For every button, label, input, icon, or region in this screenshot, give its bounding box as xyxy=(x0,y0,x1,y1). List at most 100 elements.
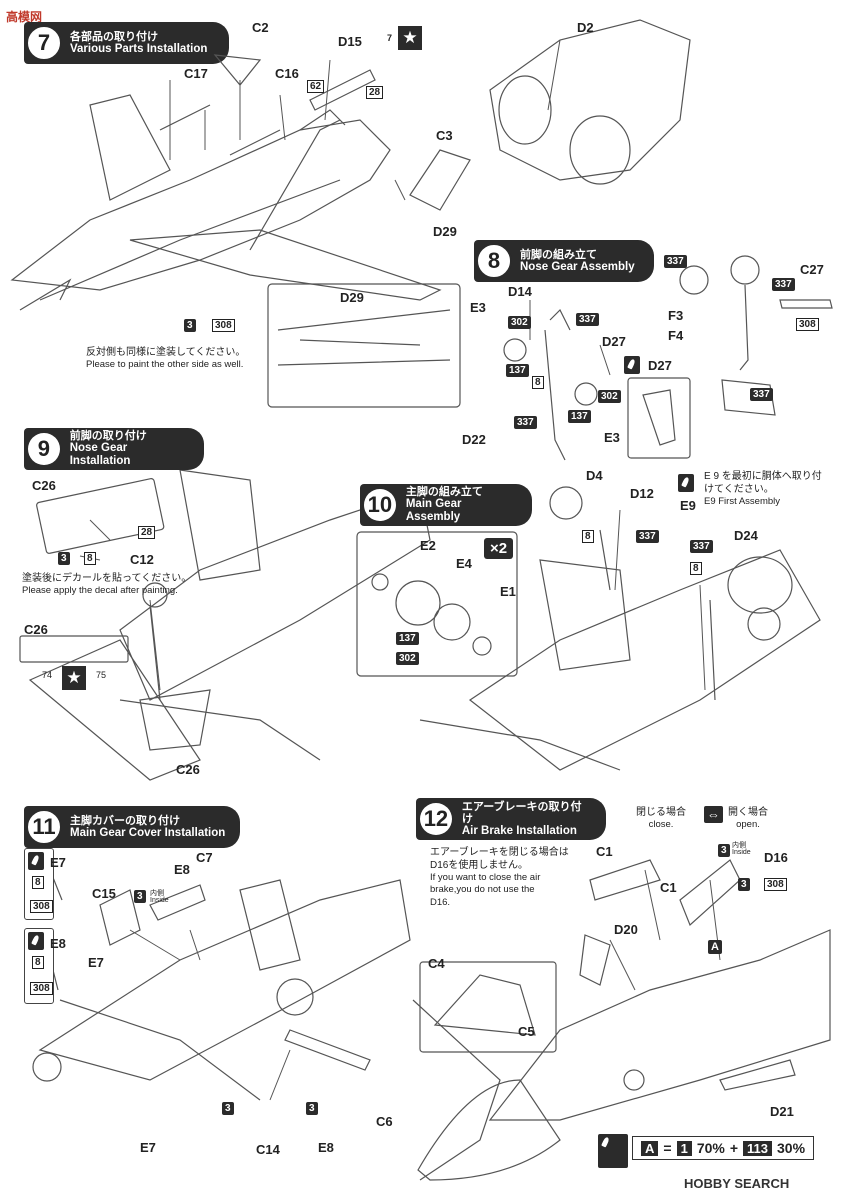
part-label: C12 xyxy=(130,552,154,567)
step-title-jp: 前脚の組み立て xyxy=(520,248,597,261)
paint-code: 137 xyxy=(506,364,529,377)
paint-code: 8 xyxy=(32,876,44,889)
part-label: C15 xyxy=(92,886,116,901)
paint-code: 308 xyxy=(764,878,787,891)
mix-letter: A xyxy=(641,1140,659,1156)
part-label: E9 xyxy=(680,498,696,513)
part-label: D16 xyxy=(764,850,788,865)
watermark-top-left: 高模网 xyxy=(6,10,43,24)
paint-brush-icon xyxy=(598,1134,628,1168)
paint-code: 302 xyxy=(396,652,419,665)
part-label: E8 xyxy=(318,1140,334,1155)
part-label: C17 xyxy=(184,66,208,81)
part-label: C4 xyxy=(428,956,445,971)
step-title-en: Main Gear Assembly xyxy=(405,498,462,524)
decal-number: 75 xyxy=(96,670,107,680)
part-label: C27 xyxy=(800,262,824,277)
paint-code: 337 xyxy=(576,313,599,326)
step-number: 7 xyxy=(26,25,62,61)
step-number: 12 xyxy=(418,801,454,837)
step-title-jp: 主脚の組み立て xyxy=(405,486,483,499)
paint-code: 8 xyxy=(32,956,44,969)
part-label: C16 xyxy=(275,66,299,81)
step-9-note: 塗装後にデカールを貼ってください。Please apply the decal … xyxy=(22,573,192,596)
part-label: E3 xyxy=(470,300,486,315)
part-label: F3 xyxy=(668,308,684,323)
decal-number: 7 xyxy=(387,33,393,43)
part-label: C26 xyxy=(176,762,200,777)
part-label: D21 xyxy=(770,1104,794,1119)
watermark-bottom-right: HOBBY SEARCH xyxy=(684,1176,790,1191)
paint-code: 3 xyxy=(58,552,70,565)
decal-star-icon: ★ xyxy=(398,26,422,50)
part-label: E8 xyxy=(174,862,190,877)
paint-code: 337 xyxy=(636,530,659,543)
part-label: D15 xyxy=(338,34,362,49)
paint-code: 3 xyxy=(222,1102,234,1115)
step-number: 11 xyxy=(26,809,62,845)
step-title-en: Air Brake Installation xyxy=(461,824,577,837)
part-label: E7 xyxy=(50,855,66,870)
paint-code: 337 xyxy=(750,388,773,401)
part-label: D27 xyxy=(602,334,626,349)
part-label: C2 xyxy=(252,20,269,35)
paint-code: 337 xyxy=(664,255,687,268)
paint-code: 8 xyxy=(84,552,96,565)
part-label: E7 xyxy=(140,1140,156,1155)
decal-star-icon: ★ xyxy=(62,666,86,690)
part-label: C1 xyxy=(660,880,677,895)
step-number: 8 xyxy=(476,243,512,279)
paint-brush-icon xyxy=(678,474,694,492)
part-label: F4 xyxy=(668,328,684,343)
paint-code: 28 xyxy=(138,526,156,539)
step-12-header: 12 エアーブレーキの取り付け Air Brake Installation xyxy=(416,798,606,840)
paint-code: 308 xyxy=(796,318,819,331)
part-label: C14 xyxy=(256,1142,280,1157)
part-label: E8 xyxy=(50,936,66,951)
color-mix-legend: A = 1 70% + 113 30% xyxy=(632,1136,815,1160)
step-8-header: 8 前脚の組み立て Nose Gear Assembly xyxy=(474,240,654,282)
mix-plus: + xyxy=(729,1140,739,1156)
part-label: E3 xyxy=(604,430,620,445)
paint-code: 28 xyxy=(366,86,384,99)
mix-equals: = xyxy=(663,1140,672,1156)
paint-code: 3 xyxy=(718,844,730,857)
part-label: D29 xyxy=(433,224,457,239)
part-label: D24 xyxy=(734,528,758,543)
part-label: D20 xyxy=(614,922,638,937)
step-title-en: Main Gear Cover Installation xyxy=(70,826,226,839)
paint-code: 8 xyxy=(582,530,594,543)
step-number: 9 xyxy=(26,431,62,467)
paint-code: 3 xyxy=(184,319,196,332)
mix-color-2: 113 xyxy=(743,1140,773,1156)
paint-code: 302 xyxy=(598,390,621,403)
step-title-jp: 前脚の取り付け xyxy=(69,430,147,443)
part-label: C6 xyxy=(376,1114,393,1129)
step-title-jp: 各部品の取り付け xyxy=(70,30,158,43)
step-title-jp: エアーブレーキの取り付け xyxy=(461,800,582,825)
paint-code: 308 xyxy=(212,319,235,332)
paint-code: 302 xyxy=(508,316,531,329)
paint-brush-icon xyxy=(28,932,44,950)
part-label: D12 xyxy=(630,486,654,501)
mix-percent-1: 70% xyxy=(696,1140,725,1156)
paint-code: 137 xyxy=(568,410,591,423)
paint-code: 3 xyxy=(306,1102,318,1115)
paint-code: 308 xyxy=(30,982,53,995)
part-label: D14 xyxy=(508,284,532,299)
step-10-note: E 9 を最初に胴体へ取り付けてください。E9 First Assembly xyxy=(704,471,822,507)
part-label: C5 xyxy=(518,1024,535,1039)
step-number: 10 xyxy=(362,487,398,523)
part-label: D22 xyxy=(462,432,486,447)
quantity-multiplier: ×2 xyxy=(484,538,514,559)
step-title-en: Various Parts Installation xyxy=(70,42,208,55)
part-label: C3 xyxy=(436,128,453,143)
paint-brush-icon xyxy=(624,356,640,374)
paint-brush-icon xyxy=(28,852,44,870)
part-label: E4 xyxy=(456,556,472,571)
part-label: C1 xyxy=(596,844,613,859)
